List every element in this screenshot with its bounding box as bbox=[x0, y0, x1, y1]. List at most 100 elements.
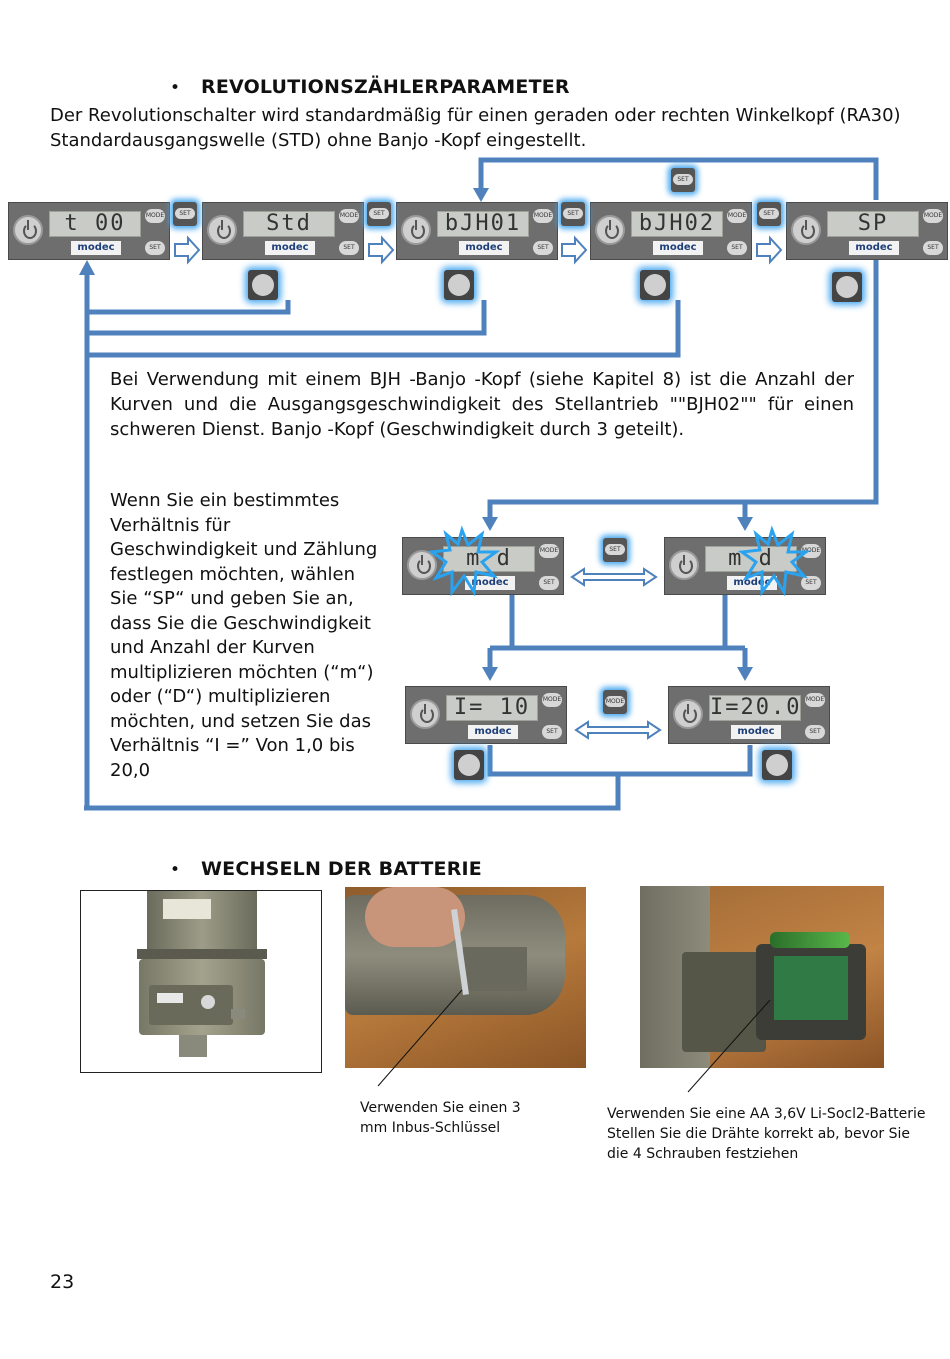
modec-logo: modec bbox=[459, 241, 509, 255]
mode-button[interactable]: MODE bbox=[542, 693, 562, 707]
line-return-2 bbox=[87, 300, 487, 336]
mode-button[interactable]: MODE bbox=[801, 544, 821, 558]
mode-button[interactable]: MODE bbox=[339, 209, 359, 223]
sp-line: Verhältnis für bbox=[110, 514, 231, 536]
power-button-icon[interactable] bbox=[791, 215, 821, 245]
set-button-highlight: SET bbox=[603, 538, 627, 562]
power-button-icon[interactable] bbox=[401, 215, 431, 245]
line-top-return bbox=[478, 157, 879, 200]
intro-paragraph: Der Revolutionschalter wird standardmäßi… bbox=[50, 103, 912, 153]
sp-line: und Anzahl der Kurven bbox=[110, 637, 315, 658]
section-heading-revolution: REVOLUTIONSZÄHLERPARAMETER bbox=[201, 76, 570, 98]
power-button-icon[interactable] bbox=[207, 215, 237, 245]
device-panel-b-left: I= 10 modec MODE SET bbox=[405, 686, 567, 744]
caption-line: Stellen Sie die Drähte korrekt ab, bevor… bbox=[607, 1126, 911, 1142]
modec-logo: modec bbox=[468, 725, 518, 739]
line-bottom-return bbox=[84, 774, 621, 811]
modec-logo: modec bbox=[71, 241, 121, 255]
set-button[interactable]: SET bbox=[533, 241, 553, 255]
intro-line-2: Standardausgangswelle (STD) ohne Banjo -… bbox=[50, 130, 587, 151]
power-button-icon[interactable] bbox=[13, 215, 43, 245]
mode-button[interactable]: MODE bbox=[923, 209, 943, 223]
modec-logo: modec bbox=[265, 241, 315, 255]
set-button-highlight: SET bbox=[173, 202, 197, 226]
bullet-icon: • bbox=[170, 78, 181, 98]
mode-button[interactable]: MODE bbox=[727, 209, 747, 223]
section-heading-battery: WECHSELN DER BATTERIE bbox=[201, 858, 482, 880]
set-button-highlight: SET bbox=[561, 202, 585, 226]
power-button-highlight bbox=[444, 270, 474, 300]
modec-logo: modec bbox=[653, 241, 703, 255]
power-icon bbox=[836, 276, 858, 298]
lcd-display: t 00 bbox=[49, 211, 141, 237]
power-button-icon[interactable] bbox=[673, 699, 703, 729]
line-mid-join bbox=[490, 595, 745, 651]
device-panel-1: t 00 modec MODE SET bbox=[8, 202, 170, 260]
modec-logo: modec bbox=[849, 241, 899, 255]
set-button[interactable]: SET bbox=[339, 241, 359, 255]
set-button[interactable]: SET bbox=[542, 725, 562, 739]
sp-line: 20,0 bbox=[110, 759, 151, 781]
bjh-line-2: Kurven und die Ausgangsgeschwindigkeit d… bbox=[110, 394, 854, 415]
line-return-1 bbox=[87, 300, 291, 315]
power-button-highlight bbox=[762, 750, 792, 780]
sp-line: multiplizieren möchten (“m“) bbox=[110, 661, 374, 683]
pointer-line-2 bbox=[687, 999, 771, 1093]
mode-button[interactable]: MODE bbox=[539, 544, 559, 558]
modec-logo: modec bbox=[731, 725, 781, 739]
power-button-highlight bbox=[640, 270, 670, 300]
set-button[interactable]: SET bbox=[805, 725, 825, 739]
lcd-display: I= 10 bbox=[446, 695, 538, 721]
mode-button[interactable]: MODE bbox=[145, 209, 165, 223]
set-button[interactable]: SET bbox=[923, 241, 943, 255]
page-number: 23 bbox=[50, 1271, 75, 1293]
lcd-display: I=20.0 bbox=[709, 695, 802, 721]
actuator-photo bbox=[80, 890, 322, 1073]
lcd-display: bJH02 bbox=[631, 211, 723, 237]
blink-star-icon bbox=[427, 525, 501, 597]
set-button[interactable]: SET bbox=[727, 241, 747, 255]
sp-line: festlegen möchten, wählen bbox=[110, 563, 356, 585]
sp-line: möchten, und setzen Sie das bbox=[110, 710, 372, 732]
mode-button[interactable]: MODE bbox=[533, 209, 553, 223]
power-button-icon[interactable] bbox=[410, 699, 440, 729]
bjh-line-1: Bei Verwendung mit einem BJH -Banjo -Kop… bbox=[110, 369, 854, 390]
power-button-icon[interactable] bbox=[595, 215, 625, 245]
lcd-display: m d bbox=[443, 546, 535, 572]
power-button-icon[interactable] bbox=[407, 550, 437, 580]
line-return-3 bbox=[87, 300, 681, 358]
device-panel-5: SP modec MODE SET bbox=[786, 202, 948, 260]
arrowhead-bottom-right bbox=[737, 667, 753, 681]
device-panel-4: bJH02 modec MODE SET bbox=[590, 202, 752, 260]
power-button-highlight bbox=[832, 272, 862, 302]
power-button-highlight bbox=[454, 750, 484, 780]
set-button[interactable]: SET bbox=[539, 576, 559, 590]
set-button[interactable]: SET bbox=[801, 576, 821, 590]
device-panel-b-right: I=20.0 modec MODE SET bbox=[668, 686, 830, 744]
arrow-right-1 bbox=[174, 235, 201, 265]
double-arrow-bottom bbox=[574, 720, 662, 740]
caption-battery: Verwenden Sie eine AA 3,6V Li-Socl2-Batt… bbox=[607, 1104, 927, 1164]
arrowhead-top bbox=[473, 188, 489, 202]
sp-line: Verhältnis “I =” Von 1,0 bis bbox=[110, 735, 355, 756]
power-icon bbox=[458, 754, 480, 776]
arrowhead-left-up bbox=[79, 260, 95, 275]
power-button-icon[interactable] bbox=[669, 550, 699, 580]
mode-button[interactable]: MODE bbox=[805, 693, 825, 707]
arrowhead-mid-left bbox=[482, 517, 498, 531]
lcd-display: SP bbox=[827, 211, 919, 237]
arrow-right-4 bbox=[756, 235, 783, 265]
arrow-right-2 bbox=[368, 235, 395, 265]
arrowhead-mid-right bbox=[737, 517, 753, 531]
bjh-paragraph: Bei Verwendung mit einem BJH -Banjo -Kop… bbox=[110, 367, 854, 442]
set-button[interactable]: SET bbox=[145, 241, 165, 255]
sp-line: Wenn Sie ein bestimmtes bbox=[110, 490, 340, 511]
device-panel-m-left: m d modec MODE SET bbox=[402, 537, 564, 595]
sp-line: Geschwindigkeit und Zählung bbox=[110, 539, 378, 560]
mode-button-highlight: MODE bbox=[603, 690, 627, 714]
arrowhead-bottom-left bbox=[482, 667, 498, 681]
set-button-highlight: SET bbox=[757, 202, 781, 226]
bullet-icon: • bbox=[170, 860, 181, 880]
